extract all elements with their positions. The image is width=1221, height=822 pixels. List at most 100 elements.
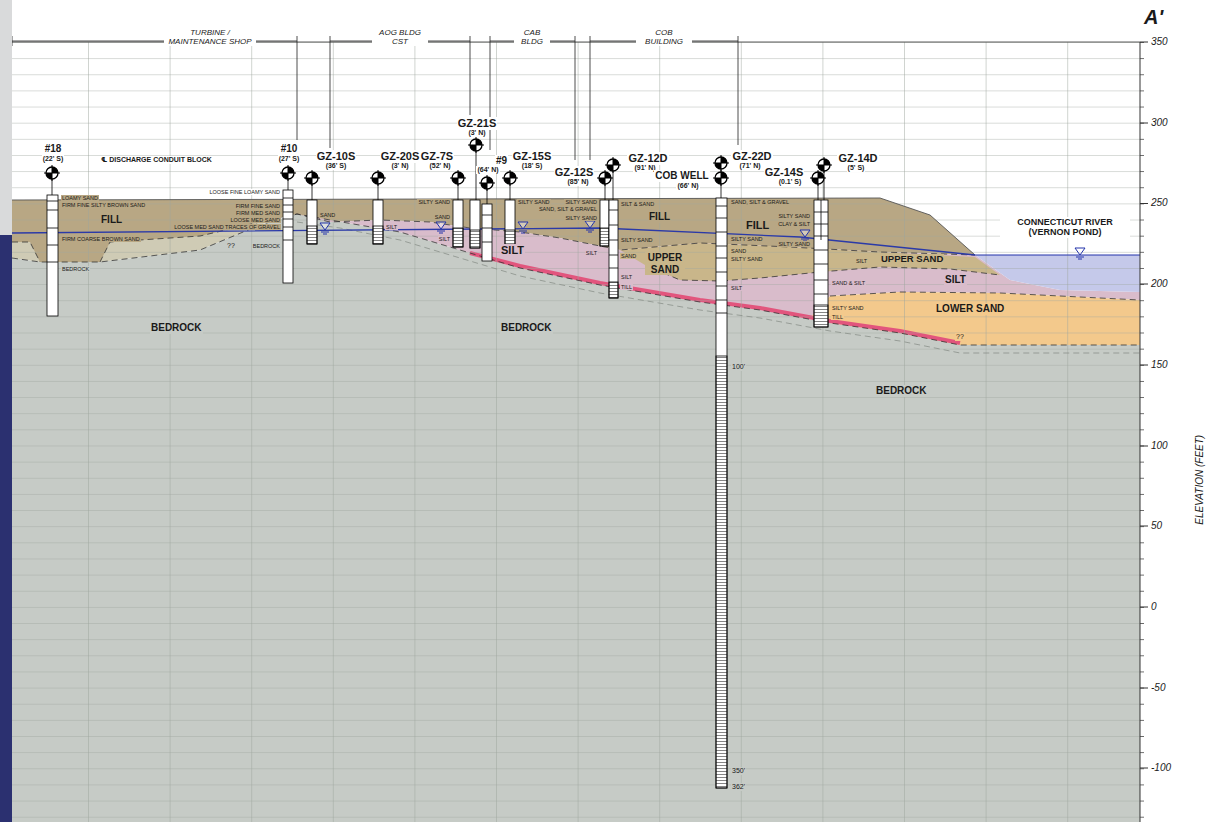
boring-log [307,226,317,244]
boring-log-note: SAND [620,253,637,259]
boring-log [609,282,618,298]
stratum-label: UPPER SAND [880,254,944,265]
boring-log [716,206,727,313]
well-label: (66' N) [676,182,699,190]
boring-log [373,226,383,244]
boring-log-note: SILT & SAND [620,201,655,207]
elevation-axis [12,42,1148,822]
boring-log-note: SAND [730,248,747,254]
well-label: (3' N) [467,129,486,137]
grid [12,42,1140,822]
well-leader [510,184,511,200]
boring-log [716,198,727,788]
boring-log [283,190,293,283]
well-marker [713,155,729,171]
stratum-label: BEDROCK [875,385,928,397]
well-label: GZ-12S [554,166,595,179]
boring-log-note: LOOSE FINE LOAMY SAND [208,189,281,195]
boring-log-note: SILTY SAND [777,241,811,247]
stratum-label: UPPER SAND [645,252,685,275]
boring-log [814,305,828,327]
well-marker [597,170,613,186]
boring-log [600,200,609,246]
stratum-label: FILL [745,219,770,232]
well-label: GZ-10S [316,150,357,163]
elevation-axis [1140,42,1144,822]
axis-label: ELEVATION (FEET) [1194,434,1206,526]
boring-log [47,201,58,262]
axis-label: 300 [1150,117,1169,129]
axis-label: -100 [1150,762,1172,774]
well-marker [468,137,484,153]
well-label: GZ-22D [731,150,772,163]
boring-log-note: 362' [731,783,746,791]
building-label: COB BUILDING [636,28,692,46]
boring-log-note: SILTY SAND [564,215,598,221]
boring-log-note: SAND [319,212,336,218]
stratum-label: FILL [100,214,123,226]
building-bracket [330,36,470,148]
boring-log-note: SAND [434,214,451,220]
boring-log [482,215,492,242]
stratum-label: SILT [944,274,967,286]
boring-log [482,204,492,261]
stratum-label: SILT [500,244,525,257]
building-bracket [12,36,297,140]
well-label: (91' N) [633,164,656,172]
well-leader [487,189,488,204]
well-label: (71' N) [738,162,761,170]
boring-log-note: BEDROCK [61,266,90,272]
boring-log-note: SILTY SAND [417,199,451,205]
boring-log [307,200,317,244]
well-marker [44,165,60,181]
axis-label: 250 [1150,197,1169,209]
well-label: GZ-20S [380,150,421,163]
stratum-label: LOWER SAND [935,303,1005,315]
boring-log-note: FIRM FINE SAND [235,203,281,209]
layer-boundary [12,214,975,262]
boring-log-note: FIRM MED SAND [235,210,281,216]
boring-log [609,200,618,298]
slide-edge [0,0,12,235]
well-marker [450,170,466,186]
well-leader [458,184,459,200]
boring-log-note: SILT [385,224,398,230]
boring-log-note: SILTY SAND [777,213,811,219]
boring-log-note: SILTY SAND [517,199,551,205]
boring-log-note: SILTY SAND [831,305,865,311]
boring-log-note: SILT [620,274,633,280]
axis-label: 200 [1150,278,1169,290]
boring-log [373,200,383,244]
water-level-symbol [1075,248,1085,259]
boring-log [47,190,828,788]
well-marker [44,137,832,191]
boring-log [814,200,828,327]
well-label: ℄ DISCHARGE CONDUIT BLOCK [100,156,213,164]
well-label: GZ-21S [457,117,498,130]
well-label: (5' S) [847,164,866,172]
boring-log-note: SILT [855,258,868,264]
building-label: CAB BLDG [514,28,550,46]
boring-log [821,200,822,240]
boring-log [505,200,515,247]
water-level-symbol [320,221,1085,259]
well-leader [605,184,606,200]
boring-log-note: LOOSE MED SAND TRACES OF GRAVEL [173,224,281,230]
well-label: GZ-15S [512,150,553,163]
well-label: (64' N) [476,166,499,174]
boring-log-note: TILL [831,314,844,320]
boring-log [470,200,480,248]
boring-log [716,356,727,788]
well-label: #9 [495,155,508,167]
axis-label: 0 [1150,601,1158,613]
elevation-axis [1140,42,1148,768]
well-leader [52,179,53,195]
water-level-symbol [585,221,595,232]
boring-log-note: CLAY & SILT [777,221,811,227]
well-leader [818,184,819,200]
axis-label: 100 [1150,440,1169,452]
well-label: (27' S) [278,155,301,163]
water-level-symbol [800,230,810,241]
well-label: (0.1' S) [778,178,803,186]
